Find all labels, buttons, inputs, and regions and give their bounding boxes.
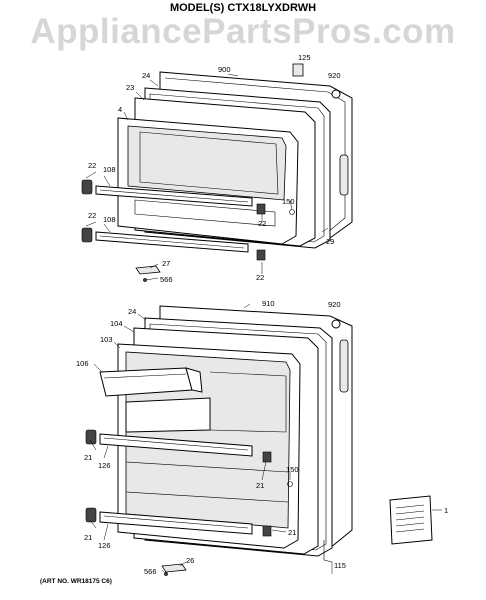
door-shelf-lower bbox=[81, 227, 249, 253]
shelf-ledge bbox=[134, 199, 276, 227]
callout-4: 4 bbox=[118, 105, 122, 114]
part-125-block bbox=[292, 63, 304, 77]
callouts-bottom: 910 920 24 104 103 106 21 126 150 21 21 … bbox=[76, 299, 448, 576]
callout-21-d: 21 bbox=[84, 533, 92, 542]
part-26-bracket bbox=[161, 563, 187, 573]
callout-125: 125 bbox=[298, 53, 311, 62]
callout-150-lower: 150 bbox=[286, 465, 299, 474]
callout-22-c: 22 bbox=[258, 219, 266, 228]
bin-clip-right-lower bbox=[262, 525, 272, 537]
feature-card-1 bbox=[389, 495, 433, 545]
callout-103: 103 bbox=[100, 335, 113, 344]
bin-clip-right-upper bbox=[262, 451, 272, 463]
callout-126-a: 126 bbox=[98, 461, 111, 470]
callout-1: 1 bbox=[444, 506, 448, 515]
door-shelf-upper bbox=[81, 179, 253, 207]
callout-106: 106 bbox=[76, 359, 89, 368]
callout-150: 150 bbox=[282, 197, 295, 206]
callout-920: 920 bbox=[328, 71, 341, 80]
callout-23: 23 bbox=[126, 83, 134, 92]
inner-door-recess-lower bbox=[125, 351, 291, 529]
callout-21-c: 21 bbox=[288, 528, 296, 537]
callout-910: 910 bbox=[262, 299, 275, 308]
callout-26: 26 bbox=[186, 556, 194, 565]
door-handle bbox=[339, 154, 349, 196]
dairy-compartment bbox=[99, 367, 203, 397]
callout-22-a: 22 bbox=[88, 161, 96, 170]
part-150-screw-lower bbox=[287, 481, 293, 487]
inner-door-recess bbox=[127, 125, 287, 201]
door-bin-lower bbox=[85, 507, 253, 535]
inner-recess-panel bbox=[139, 131, 279, 195]
callout-29: 29 bbox=[326, 237, 334, 246]
art-number: (ART NO. WR18175 C6) bbox=[40, 578, 112, 585]
dairy-bin-cavity bbox=[125, 397, 211, 433]
shelf-clip-right-upper bbox=[256, 203, 266, 215]
callout-21-a: 21 bbox=[84, 453, 92, 462]
callout-21-b: 21 bbox=[256, 481, 264, 490]
callout-27: 27 bbox=[162, 259, 170, 268]
callout-566: 566 bbox=[160, 275, 173, 284]
shelf-clip-right-lower bbox=[256, 249, 266, 261]
part-920-cap bbox=[331, 89, 341, 99]
part-920-cap-lower bbox=[331, 319, 341, 329]
callout-24-lower: 24 bbox=[128, 307, 136, 316]
callouts-top: 900 125 920 24 23 4 22 108 22 108 150 22… bbox=[88, 53, 341, 284]
door-handle-lower bbox=[339, 339, 349, 393]
watermark-text: AppliancePartsPros.com bbox=[30, 12, 456, 51]
callout-566-lower: 566 bbox=[144, 567, 157, 576]
callout-900: 900 bbox=[218, 65, 231, 74]
fresh-food-door-assembly bbox=[85, 303, 442, 576]
callout-920-lower: 920 bbox=[328, 300, 341, 309]
callout-108-a: 108 bbox=[103, 165, 116, 174]
door-bin-upper bbox=[85, 429, 253, 457]
part-27-bracket bbox=[135, 265, 161, 275]
callout-22-b: 22 bbox=[88, 211, 96, 220]
callout-126-b: 126 bbox=[98, 541, 111, 550]
callout-104: 104 bbox=[110, 319, 123, 328]
model-title: MODEL(S) CTX18LYXDRWH bbox=[169, 2, 317, 14]
outer-door-edge bbox=[164, 77, 346, 233]
callout-115: 115 bbox=[334, 561, 346, 570]
callout-22-d: 22 bbox=[256, 273, 264, 282]
callout-24: 24 bbox=[142, 71, 150, 80]
callout-108-b: 108 bbox=[103, 215, 116, 224]
freezer-door-assembly bbox=[81, 63, 353, 282]
